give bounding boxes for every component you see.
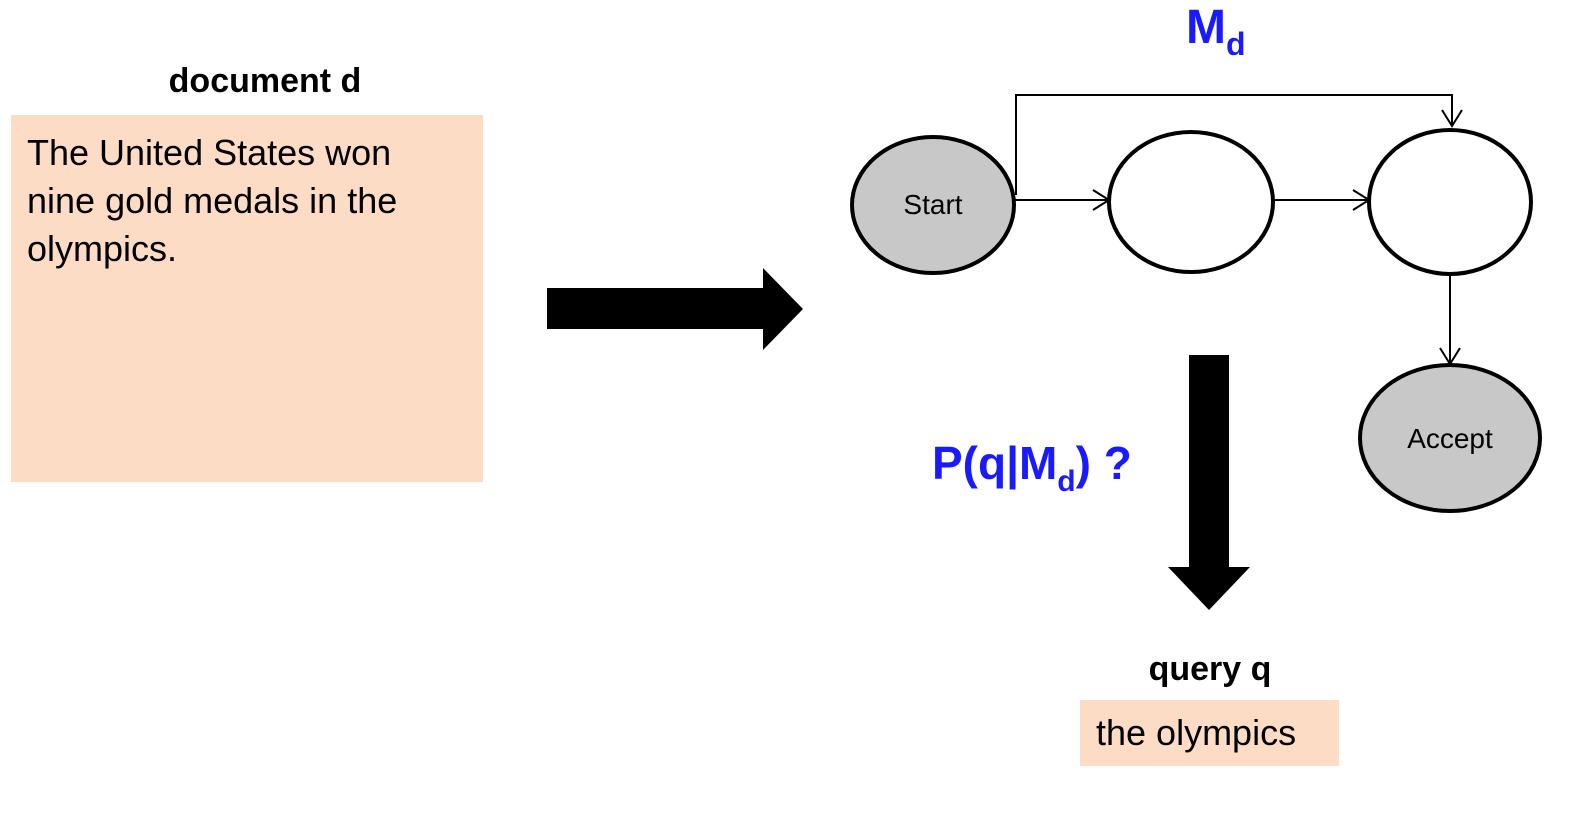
right-node (1367, 128, 1533, 276)
document-text: The United States won nine gold medals i… (27, 132, 398, 269)
query-title: query q (1148, 650, 1272, 688)
start-node: Start (850, 135, 1016, 275)
document-title: document d (168, 62, 362, 100)
probability-suffix: ) ? (1075, 437, 1132, 489)
middle-node (1107, 130, 1275, 274)
document-box: The United States won nine gold medals i… (11, 115, 483, 482)
edge-right-to-accept (1439, 274, 1461, 366)
big-down-arrow (1168, 355, 1250, 610)
start-node-label: Start (903, 189, 962, 220)
edge-middle-to-right (1273, 189, 1371, 211)
accept-node: Accept (1358, 363, 1542, 513)
query-text: the olympics (1096, 712, 1297, 753)
model-title-main: M (1186, 1, 1226, 54)
edge-start-to-middle (1014, 189, 1111, 211)
probability-label: P(q|Md) ? (932, 436, 1132, 498)
edge-start-to-right-skip (1015, 94, 1463, 195)
model-title-subscript: d (1225, 26, 1246, 62)
model-title: Md (1186, 0, 1246, 62)
probability-subscript: d (1057, 465, 1076, 498)
query-box: the olympics (1080, 700, 1339, 766)
big-right-arrow (547, 268, 803, 350)
accept-node-label: Accept (1407, 423, 1493, 454)
probability-prefix: P(q|M (932, 437, 1058, 489)
